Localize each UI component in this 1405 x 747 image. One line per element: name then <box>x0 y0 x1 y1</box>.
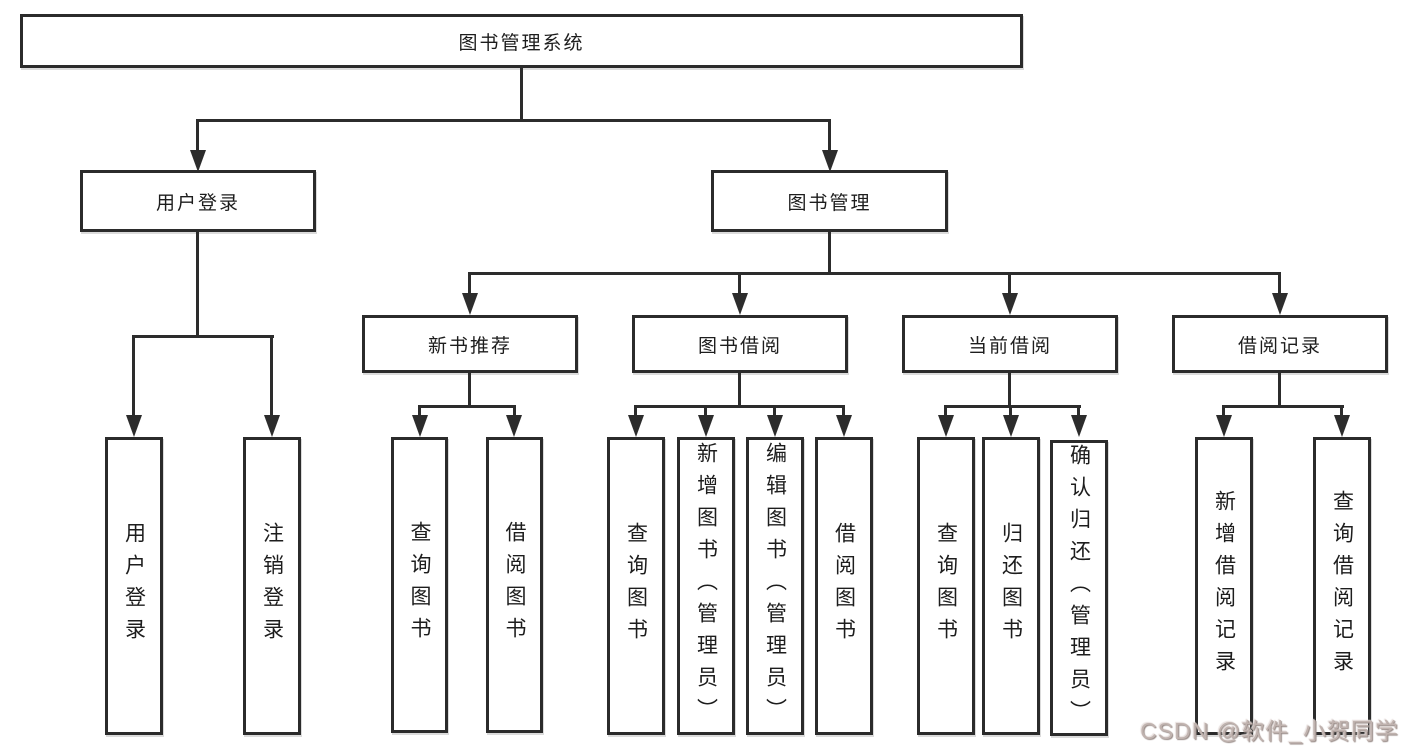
connector-leaf-stem <box>1009 405 1012 415</box>
node-current-borrow-label: 当前借阅 <box>967 335 1052 357</box>
connector-book-mgmt-stem <box>828 119 831 150</box>
leaf-user-login: 用户登录 <box>105 437 163 735</box>
leaf-add-book-admin-label: 新增图书（管理员） <box>694 442 718 730</box>
leaf-query-borrow-record: 查询借阅记录 <box>1313 437 1371 735</box>
arrowhead-leaf-icon <box>1071 415 1087 437</box>
arrowhead-leaf-icon <box>938 415 954 437</box>
connector-group-current-drop <box>1008 373 1011 405</box>
connector-leaf-stem <box>634 405 637 415</box>
arrowhead-leaf-icon <box>767 415 783 437</box>
connector-user-subtree-bar <box>132 335 274 338</box>
arrowhead-leaf-icon <box>506 415 522 437</box>
connector-level3-bar <box>468 272 1281 275</box>
connector-group-record-bar <box>1222 405 1344 408</box>
connector-leaf-stem <box>773 405 776 415</box>
csdn-watermark: CSDN @软件_小贺同学 <box>1140 718 1399 744</box>
leaf-current-query-book: 查询图书 <box>917 437 975 735</box>
connector-leaf-logout-stem <box>270 335 273 415</box>
leaf-logout: 注销登录 <box>243 437 301 735</box>
connector-l3-current-stem <box>1008 272 1011 293</box>
node-book-management-label: 图书管理 <box>787 192 872 214</box>
connector-leaf-stem <box>704 405 707 415</box>
connector-user-subtree-drop <box>196 232 199 335</box>
leaf-add-borrow-record-label: 新增借阅记录 <box>1212 490 1236 682</box>
leaf-borrow-book: 借阅图书 <box>815 437 873 735</box>
connector-l3-record-stem <box>1278 272 1281 293</box>
connector-group-current-bar <box>944 405 1081 408</box>
arrowhead-leaf-icon <box>836 415 852 437</box>
connector-leaf-stem <box>513 405 516 415</box>
connector-group-borrow-bar <box>634 405 845 408</box>
connector-l3-new-stem <box>468 272 471 293</box>
leaf-confirm-return-admin-label: 确认归还（管理员） <box>1067 444 1091 732</box>
leaf-add-borrow-record: 新增借阅记录 <box>1195 437 1253 735</box>
arrowhead-leaf-icon <box>628 415 644 437</box>
connector-leaf-stem <box>1077 405 1080 415</box>
arrowhead-l3-record-icon <box>1272 293 1288 315</box>
leaf-current-query-book-label: 查询图书 <box>934 522 958 650</box>
connector-l3-borrow-stem <box>738 272 741 293</box>
node-current-borrow: 当前借阅 <box>902 315 1118 373</box>
connector-group-new-bar <box>418 405 516 408</box>
node-book-borrow: 图书借阅 <box>632 315 848 373</box>
node-borrow-record: 借阅记录 <box>1172 315 1388 373</box>
arrowhead-book-mgmt-icon <box>822 150 838 172</box>
node-root-label: 图书管理系统 <box>458 32 585 54</box>
connector-leaf-stem <box>944 405 947 415</box>
node-root: 图书管理系统 <box>20 14 1023 68</box>
connector-leaf-user-login-stem <box>132 335 135 415</box>
arrowhead-leaf-logout-icon <box>264 415 280 437</box>
arrowhead-leaf-icon <box>1003 415 1019 437</box>
node-borrow-record-label: 借阅记录 <box>1237 335 1322 357</box>
leaf-borrow-query-book: 查询图书 <box>607 437 665 735</box>
leaf-logout-label: 注销登录 <box>260 522 284 650</box>
node-new-book-recommend-label: 新书推荐 <box>427 335 512 357</box>
connector-leaf-stem <box>1340 405 1343 415</box>
connector-group-record-drop <box>1278 373 1281 405</box>
connector-group-borrow-drop <box>738 373 741 405</box>
arrowhead-leaf-icon <box>1334 415 1350 437</box>
leaf-borrow-book-label: 借阅图书 <box>832 522 856 650</box>
arrowhead-leaf-icon <box>412 415 428 437</box>
arrowhead-l3-current-icon <box>1002 293 1018 315</box>
node-book-management: 图书管理 <box>711 170 948 232</box>
arrowhead-leaf-icon <box>698 415 714 437</box>
leaf-new-borrow-book: 借阅图书 <box>486 437 543 733</box>
connector-user-login-stem <box>196 119 199 150</box>
connector-level1-bar <box>196 119 831 122</box>
node-user-login: 用户登录 <box>80 170 316 232</box>
leaf-confirm-return-admin: 确认归还（管理员） <box>1050 440 1108 736</box>
leaf-return-book-label: 归还图书 <box>999 522 1023 650</box>
leaf-new-borrow-book-label: 借阅图书 <box>503 521 526 649</box>
arrowhead-leaf-user-login-icon <box>126 415 142 437</box>
arrowhead-l3-borrow-icon <box>732 293 748 315</box>
connector-leaf-stem <box>1222 405 1225 415</box>
arrowhead-leaf-icon <box>1216 415 1232 437</box>
connector-book-subtree-drop <box>828 232 831 272</box>
leaf-borrow-query-book-label: 查询图书 <box>624 522 648 650</box>
leaf-query-borrow-record-label: 查询借阅记录 <box>1330 490 1354 682</box>
connector-group-new-drop <box>468 373 471 405</box>
leaf-user-login-label: 用户登录 <box>122 522 146 650</box>
arrowhead-user-login-icon <box>190 150 206 172</box>
connector-leaf-stem <box>842 405 845 415</box>
node-user-login-label: 用户登录 <box>155 192 240 214</box>
leaf-edit-book-admin: 编辑图书（管理员） <box>746 437 804 735</box>
leaf-return-book: 归还图书 <box>982 437 1040 735</box>
leaf-new-query-book-label: 查询图书 <box>408 521 431 649</box>
connector-leaf-stem <box>418 405 421 415</box>
leaf-new-query-book: 查询图书 <box>391 437 448 733</box>
connector-root-drop <box>520 68 523 120</box>
node-book-borrow-label: 图书借阅 <box>697 335 782 357</box>
leaf-edit-book-admin-label: 编辑图书（管理员） <box>763 442 787 730</box>
node-new-book-recommend: 新书推荐 <box>362 315 578 373</box>
leaf-add-book-admin: 新增图书（管理员） <box>677 437 735 735</box>
arrowhead-l3-new-icon <box>462 293 478 315</box>
